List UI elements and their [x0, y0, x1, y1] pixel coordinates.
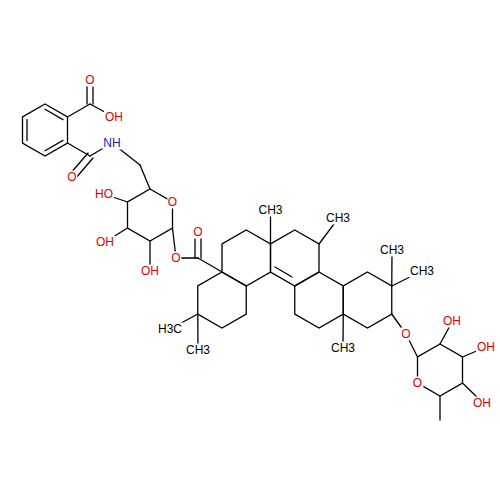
- atom-label: O: [167, 196, 178, 209]
- atom-label: O: [400, 328, 411, 341]
- atom-label: CH3: [379, 244, 405, 257]
- atom-label: CH3: [257, 204, 283, 217]
- atom-label: O: [192, 226, 203, 239]
- atom-label: O: [170, 252, 181, 265]
- atom-label: O: [66, 171, 77, 184]
- atom-label: OH: [104, 111, 124, 124]
- atom-label: H3C: [157, 323, 183, 336]
- atom-label: OH: [95, 236, 115, 249]
- atom-label: O: [84, 74, 95, 87]
- atom-label: CH3: [185, 344, 211, 357]
- atom-label: O: [412, 377, 423, 390]
- atom-label: HO: [94, 188, 114, 201]
- atom-label: CH3: [325, 212, 351, 225]
- atom-label: CH3: [409, 265, 435, 278]
- atom-label: OH: [442, 315, 462, 328]
- atom-label: CH3: [330, 342, 356, 355]
- atom-label: OH: [140, 265, 160, 278]
- atom-label: NH: [102, 137, 121, 150]
- atom-label: OH: [476, 341, 496, 354]
- atom-label: OH: [472, 397, 492, 410]
